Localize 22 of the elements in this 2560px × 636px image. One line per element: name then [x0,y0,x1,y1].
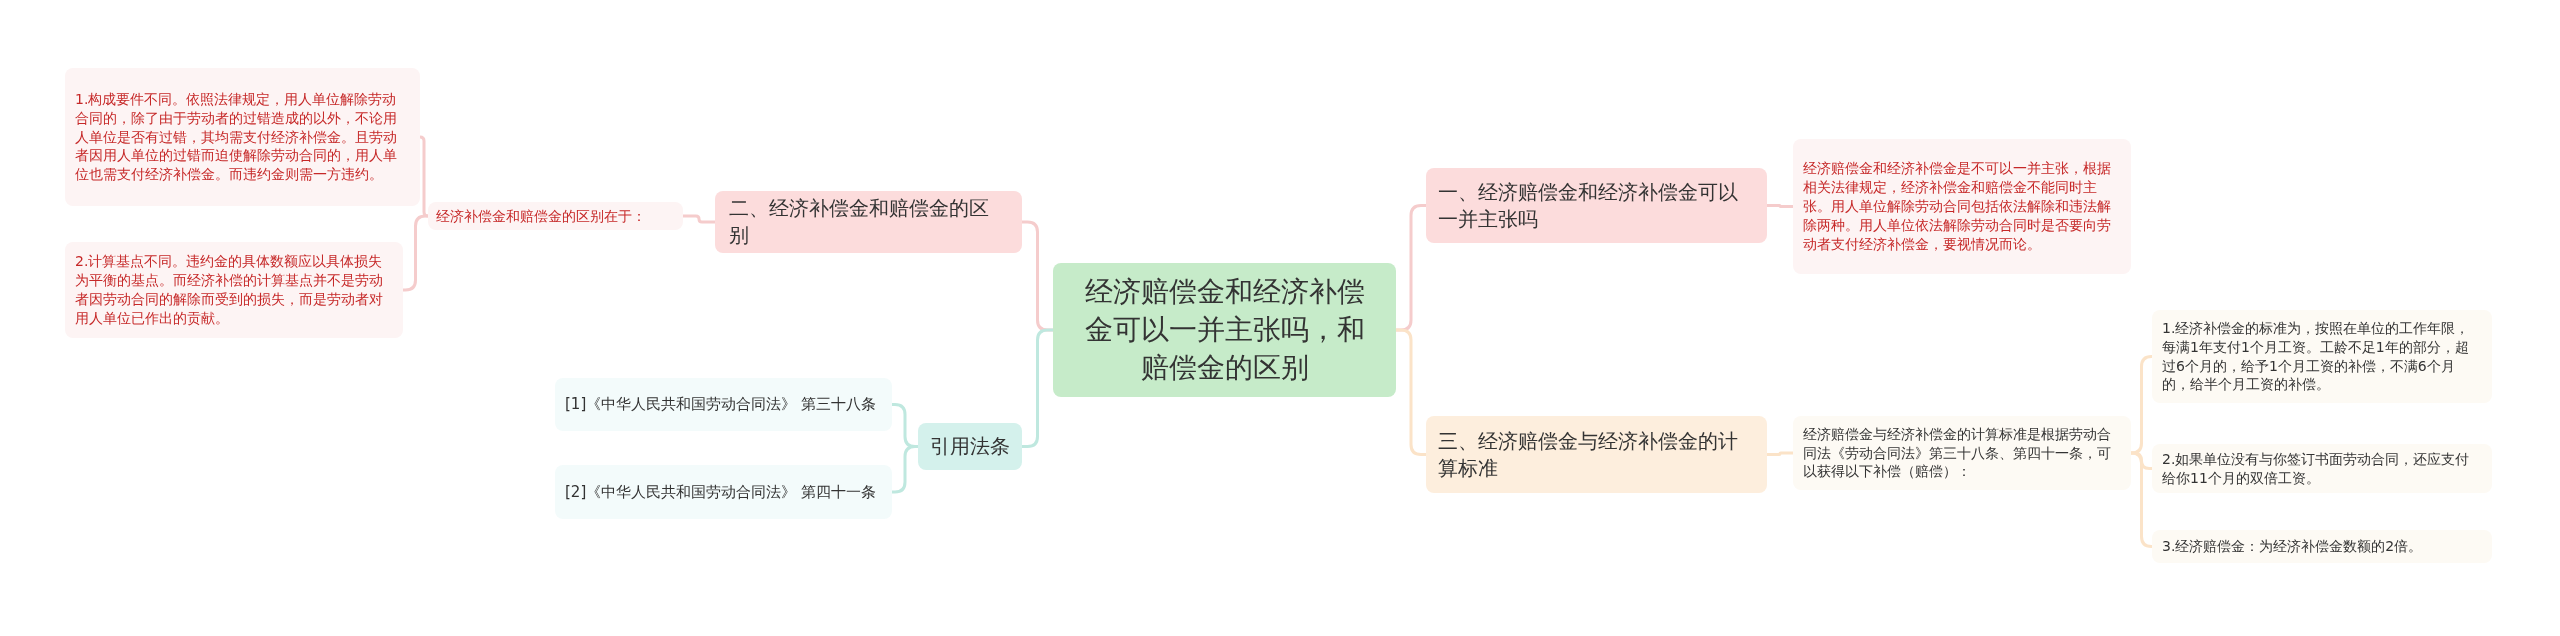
note-box: 经济赔偿金和经济补偿金是不可以一并主张，根据相关法律规定，经济补偿金和赔偿金不能同时主张。用人单位解除劳动合同包括依法解除和违法解除两种。用人单位依法解除劳动合同时是否要向劳动者支付经济补偿金，要视情况而论。 [1793,139,2131,274]
connector-line [2130,355,2153,455]
connector-line [418,135,430,218]
note-box: 3.经济赔偿金：为经济补偿金数额的2倍。 [2152,530,2492,563]
connector-line [1767,451,1793,456]
branch-box: 一、经济赔偿金和经济补偿金可以一并主张吗 [1426,168,1767,243]
central-topic-box: 经济赔偿金和经济补偿金可以一并主张吗，和赔偿金的区别 [1053,263,1396,397]
connector-line [403,214,428,292]
reference-box: [2]《中华人民共和国劳动合同法》 第四十一条 [555,465,892,519]
note-box: 1.构成要件不同。依照法律规定，用人单位解除劳动合同的，除了由于劳动者的过错造成的以外，不论用人单位是否有过错，其均需支付经济补偿金。且劳动者因用人单位的过错而迫使解除劳动合同的，用人单位也需支付经济补偿金。而违约金则需一方违约。 [65,68,420,206]
note-box: 经济赔偿金与经济补偿金的计算标准是根据劳动合同法《劳动合同法》第三十八条、第四十一条，可以获得以下补偿（赔偿）： [1793,416,2131,490]
connector-line [683,214,715,224]
subtopic-box: 经济补偿金和赔偿金的区别在于： [428,202,683,230]
note-box: 2.计算基点不同。违约金的具体数额应以具体损失为平衡的基点。而经济补偿的计算基点并不是劳动者因劳动合同的解除而受到的损失，而是劳动者对用人单位已作出的贡献。 [65,242,403,338]
connector-line [2130,451,2153,548]
branch-box: 引用法条 [918,423,1022,470]
branch-box: 三、经济赔偿金与经济补偿金的计算标准 [1426,416,1767,493]
note-box: 2.如果单位没有与你签订书面劳动合同，还应支付给你11个月的双倍工资。 [2152,444,2492,493]
note-box: 1.经济补偿金的标准为，按照在单位的工作年限，每满1年支付1个月工资。工龄不足1年的部分，超过6个月的，给予1个月工资的补偿，不满6个月的，给半个月工资的补偿。 [2152,310,2492,403]
reference-box: [1]《中华人民共和国劳动合同法》 第三十八条 [555,378,892,431]
connector-line [1767,204,1793,208]
branch-box: 二、经济补偿金和赔偿金的区别 [715,191,1022,253]
